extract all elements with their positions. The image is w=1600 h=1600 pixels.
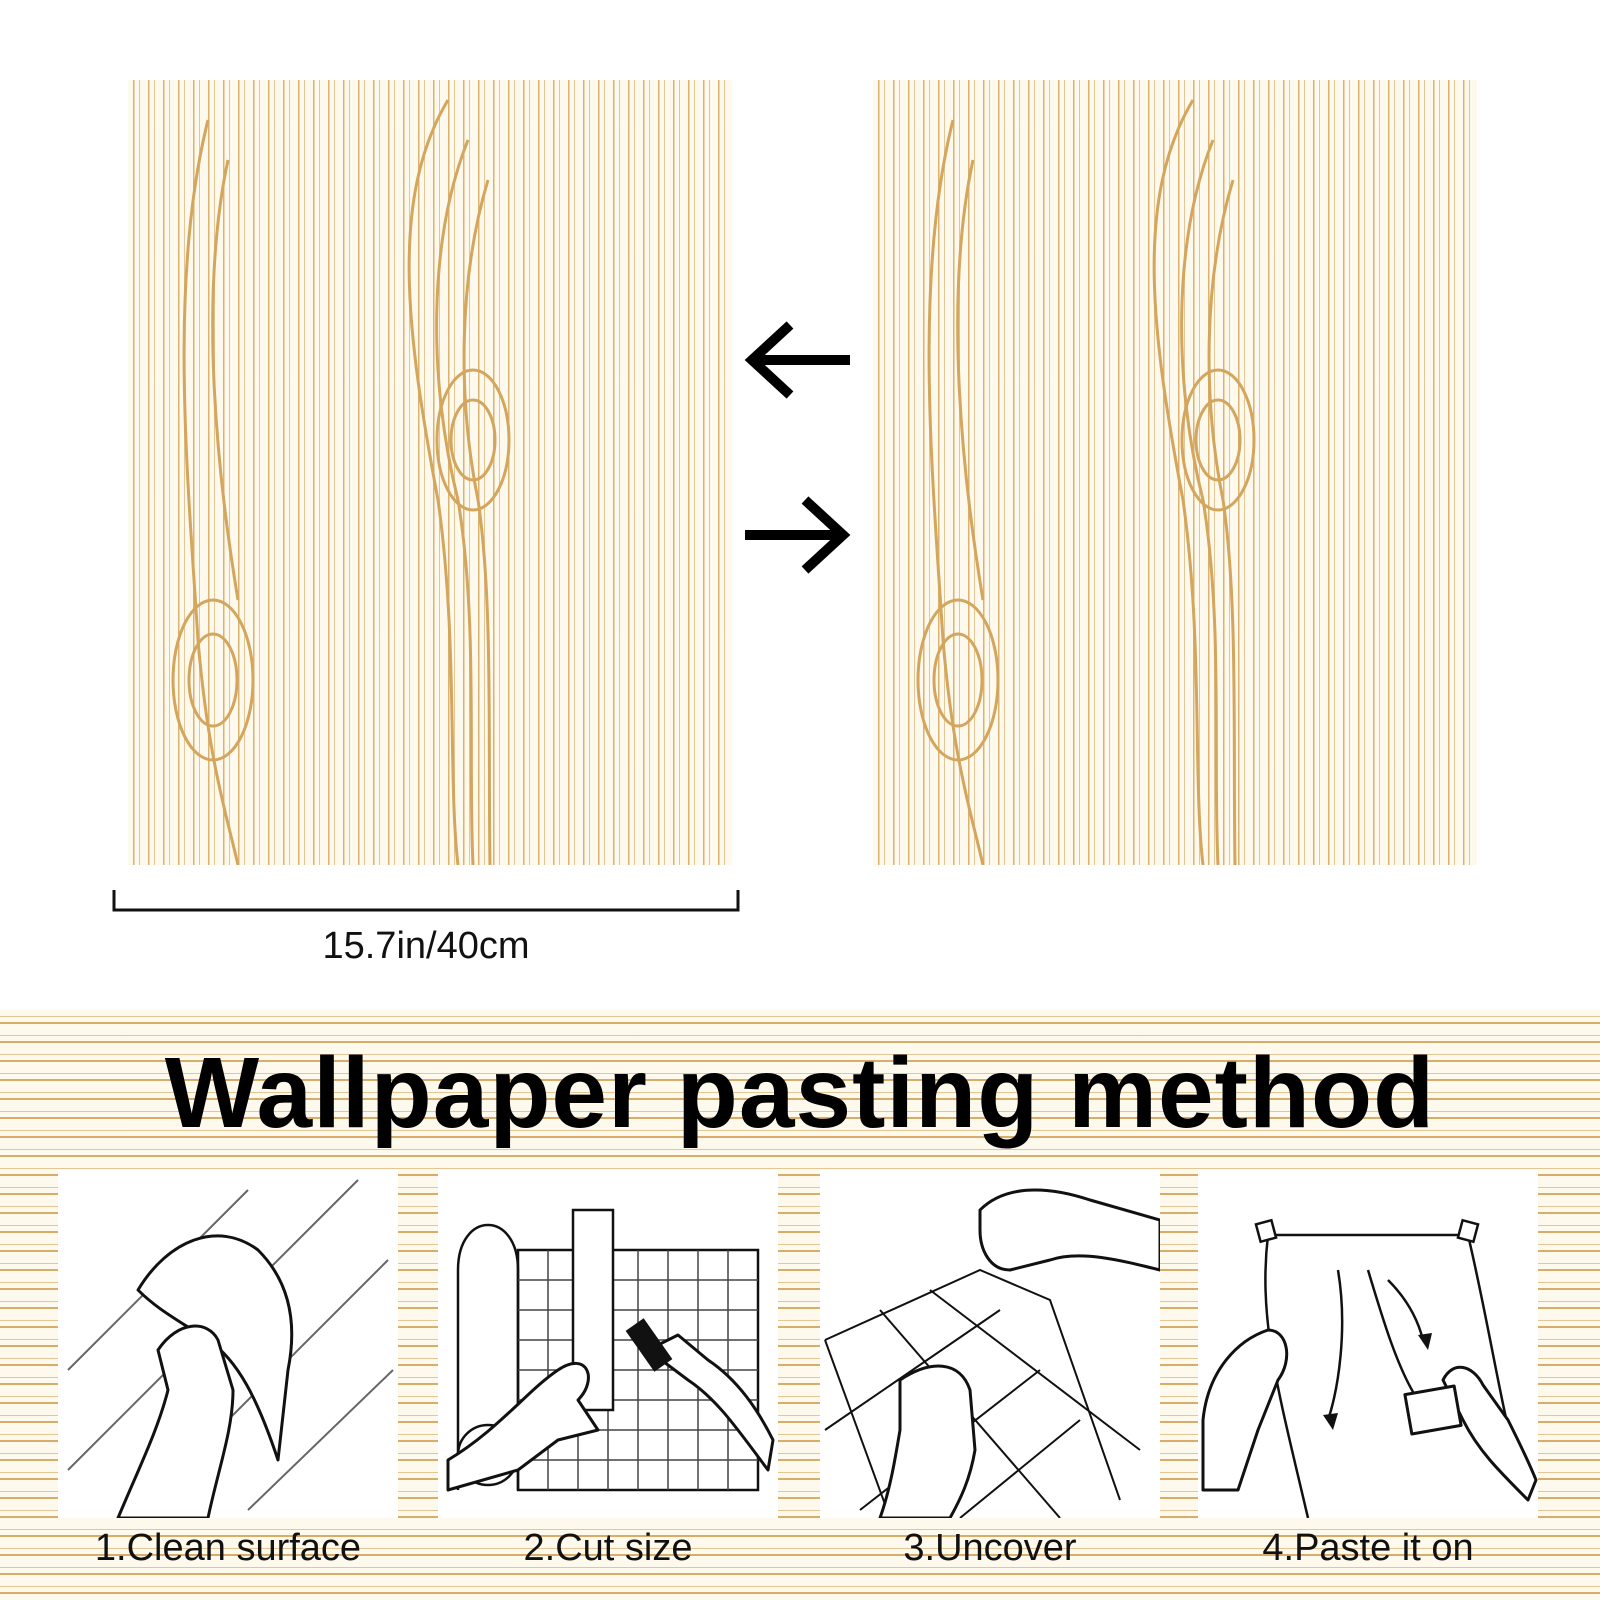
step-label-clean-surface: 1.Clean surface — [94, 1527, 362, 1569]
dimension-bracket — [112, 890, 740, 912]
arrow-right-icon — [745, 496, 851, 574]
uncover-icon — [824, 1188, 1160, 1518]
clean-surface-icon — [67, 1179, 394, 1518]
wood-panel-left — [128, 80, 732, 865]
step-card-cut-size — [438, 1170, 778, 1518]
wood-knot-pattern-right — [916, 99, 1256, 865]
dimension-label: 15.7in/40cm — [322, 925, 530, 967]
step-label-uncover: 3.Uncover — [903, 1527, 1077, 1569]
step-card-clean-surface — [58, 1170, 398, 1518]
arrow-left-icon — [744, 321, 850, 399]
method-title: Wallpaper pasting method — [164, 1037, 1436, 1149]
wood-panel-right — [873, 80, 1477, 865]
cut-size-icon — [446, 1208, 775, 1492]
step-card-uncover — [820, 1170, 1160, 1518]
wood-knot-pattern-left — [171, 99, 511, 865]
step-card-paste-it-on — [1198, 1170, 1538, 1518]
step-label-paste-it-on: 4.Paste it on — [1262, 1527, 1474, 1569]
step-label-cut-size: 2.Cut size — [523, 1527, 693, 1569]
paste-icon — [1201, 1218, 1538, 1518]
